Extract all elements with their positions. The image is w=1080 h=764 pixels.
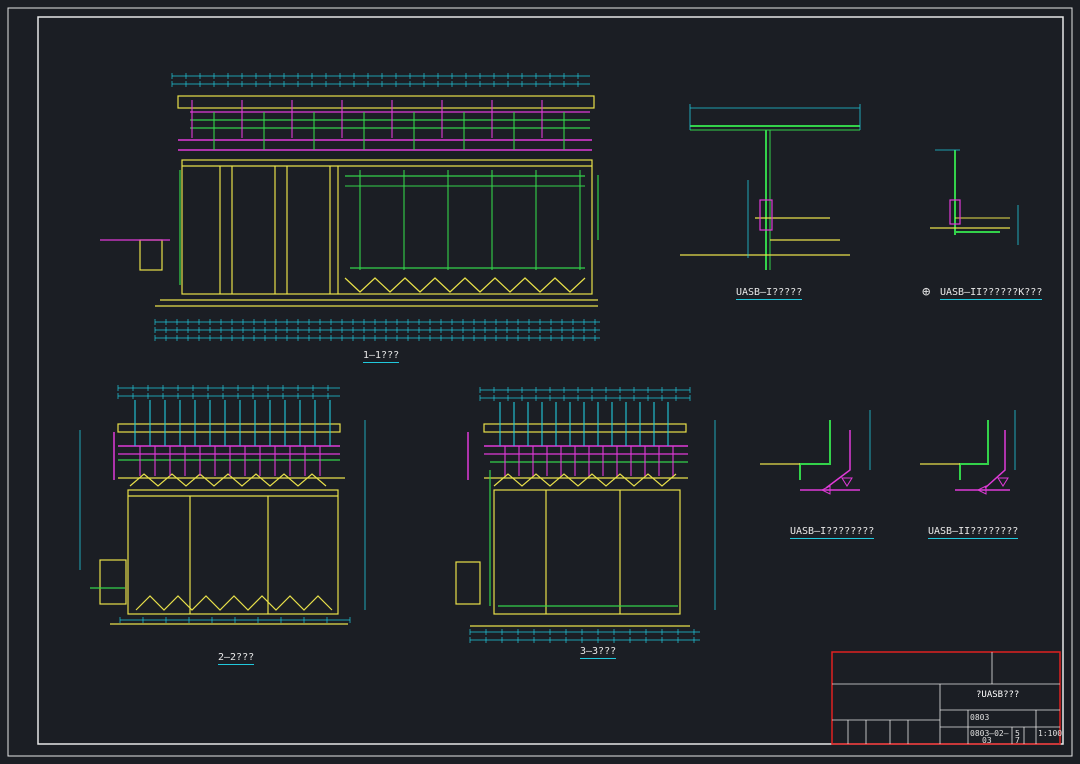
view-title-section-2-2: 2—2???: [218, 652, 255, 665]
section-3-3-dimension-ticks: [469, 387, 695, 643]
section-2-2-dimensions: [79, 387, 366, 621]
section-1-1-structure: [139, 95, 598, 307]
section-3-3-risers: [499, 402, 674, 476]
section-2-2-drawing: [79, 385, 366, 625]
outer-frame: [7, 7, 1073, 757]
detail-b-drawing: [930, 149, 1019, 245]
section-3-3-dimensions: [470, 389, 716, 641]
title-block-drawing-no: 0803—02—: [970, 729, 1009, 738]
title-block-page: 5: [1015, 729, 1020, 738]
section-marker-icon: ⊕: [922, 284, 931, 300]
title-block-scale: 1:100: [1038, 729, 1063, 738]
section-1-1-drawing: [100, 73, 600, 341]
title-block: [831, 651, 1061, 745]
section-3-3-structure: [455, 423, 690, 627]
title-block-total: 7: [1015, 736, 1020, 745]
view-title-section-3-3: 3—3???: [580, 646, 617, 659]
view-title-detail-b: UASB—II??????K???: [940, 287, 1043, 300]
view-title-detail-c: UASB—I????????: [790, 526, 875, 539]
detail-c-drawing: [760, 410, 871, 495]
section-1-1-dimension-ticks: [154, 73, 596, 341]
title-block-project-code: 0803: [970, 713, 990, 722]
section-1-1-dimensions: [155, 75, 600, 339]
section-3-3-pipes: [467, 432, 688, 607]
detail-a-drawing: [680, 104, 861, 270]
view-title-detail-a: UASB—I?????: [736, 287, 803, 300]
section-2-2-risers: [134, 400, 331, 476]
title-block-sheet: 03: [982, 736, 992, 745]
inner-frame: [37, 16, 1064, 745]
section-2-2-dimension-ticks: [117, 385, 351, 623]
section-1-1-pipes: [100, 111, 599, 285]
section-3-3-drawing: [455, 387, 716, 643]
section-2-2-structure: [99, 423, 348, 625]
detail-d-drawing: [920, 410, 1016, 495]
view-title-section-1-1: 1—1???: [363, 350, 400, 363]
view-title-detail-d: UASB—II????????: [928, 526, 1019, 539]
title-block-drawing-name: ?UASB???: [976, 690, 1020, 700]
section-1-1-risers: [191, 100, 581, 270]
